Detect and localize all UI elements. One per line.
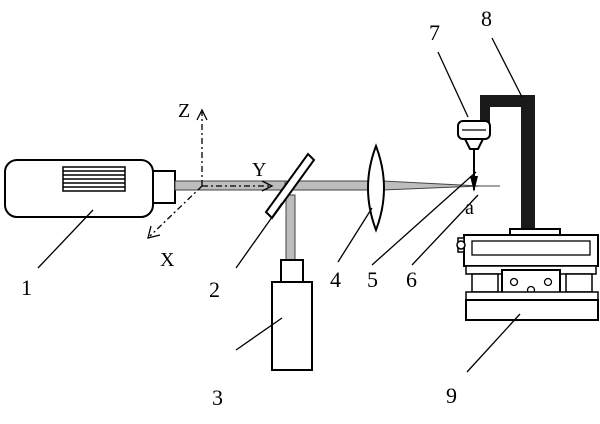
- reflected-beam: [285, 194, 296, 261]
- label-part-9: 9: [446, 383, 457, 408]
- translation-stage: [456, 228, 599, 321]
- point-a-label: a: [465, 197, 474, 219]
- label-part-5: 5: [367, 267, 378, 292]
- label-part-7: 7: [429, 20, 440, 45]
- coordinate-axes: [147, 108, 274, 239]
- label-part-1: 1: [21, 275, 32, 300]
- focusing-lens: [367, 143, 385, 233]
- label-part-2: 2: [209, 277, 220, 302]
- laser-beam: [174, 180, 500, 191]
- label-part-8: 8: [481, 6, 492, 31]
- label-part-3: 3: [212, 385, 223, 410]
- nozzle-holder: [457, 120, 491, 192]
- axis-x-label: X: [160, 249, 175, 271]
- beam-splitter-mirror: [264, 152, 316, 220]
- laser-source: [4, 159, 176, 218]
- label-part-4: 4: [330, 267, 341, 292]
- label-part-6: 6: [406, 267, 417, 292]
- detector: [271, 259, 313, 371]
- axis-z-label: Z: [178, 100, 190, 122]
- support-arm: [480, 95, 535, 235]
- axis-y-label: Y: [252, 159, 266, 181]
- leader-lines: [37, 37, 523, 373]
- laser-vent-grille: [62, 166, 126, 192]
